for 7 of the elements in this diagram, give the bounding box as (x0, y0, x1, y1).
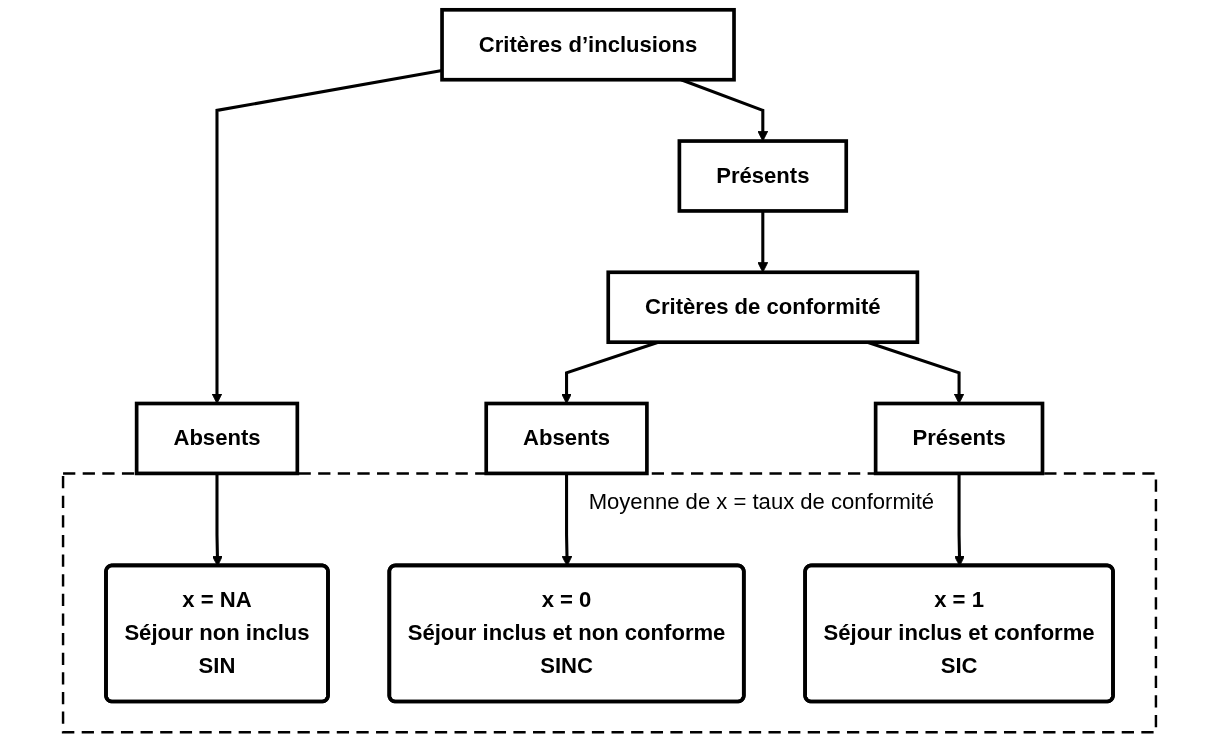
node-box: Absents (484, 401, 649, 476)
node-box: Présents (677, 139, 849, 213)
node-box: Critères d’inclusions (440, 7, 736, 82)
node-box: Présents (873, 401, 1045, 476)
node-box: Absents (134, 401, 300, 476)
arrow (757, 210, 769, 273)
node-box: Critères de conformité (606, 270, 920, 344)
